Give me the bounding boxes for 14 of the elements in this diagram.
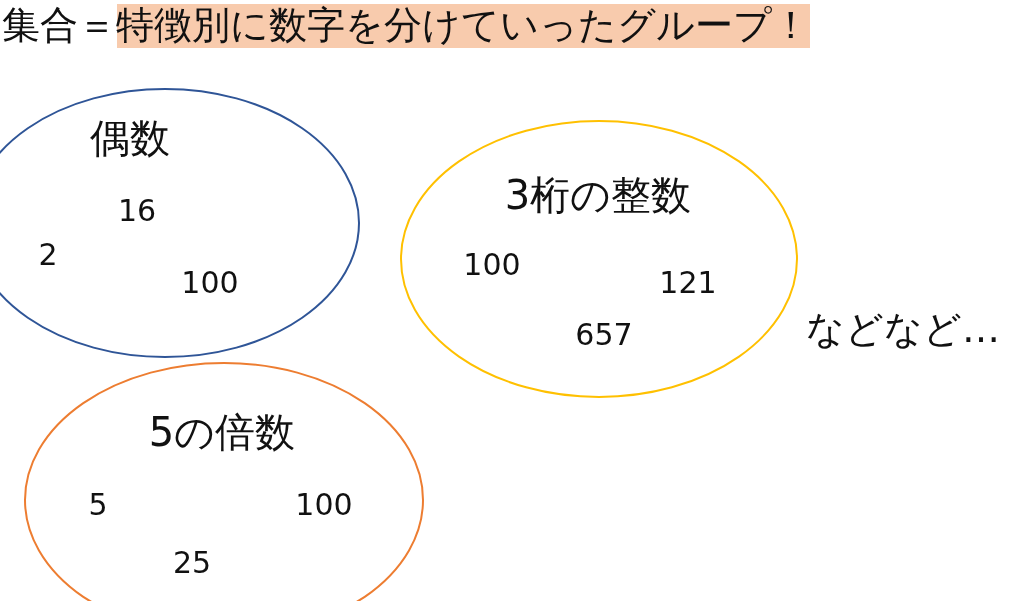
set-element: 2 <box>38 240 58 270</box>
set-element: 5 <box>88 490 108 520</box>
set-element: 657 <box>575 320 633 350</box>
set-element: 100 <box>295 490 353 520</box>
set-element: 100 <box>181 268 239 298</box>
set-element: 16 <box>117 196 157 226</box>
set-element: 25 <box>172 548 212 578</box>
note: などなど… <box>806 310 1000 348</box>
set-name: 偶数 <box>90 118 170 158</box>
set-name: 3桁の整数 <box>504 175 692 215</box>
set-element: 121 <box>659 268 717 298</box>
set-element: 100 <box>463 250 521 280</box>
title: 集合＝特徴別に数字を分けていったグループ！ <box>2 4 810 48</box>
set-name: 5の倍数 <box>148 412 296 452</box>
